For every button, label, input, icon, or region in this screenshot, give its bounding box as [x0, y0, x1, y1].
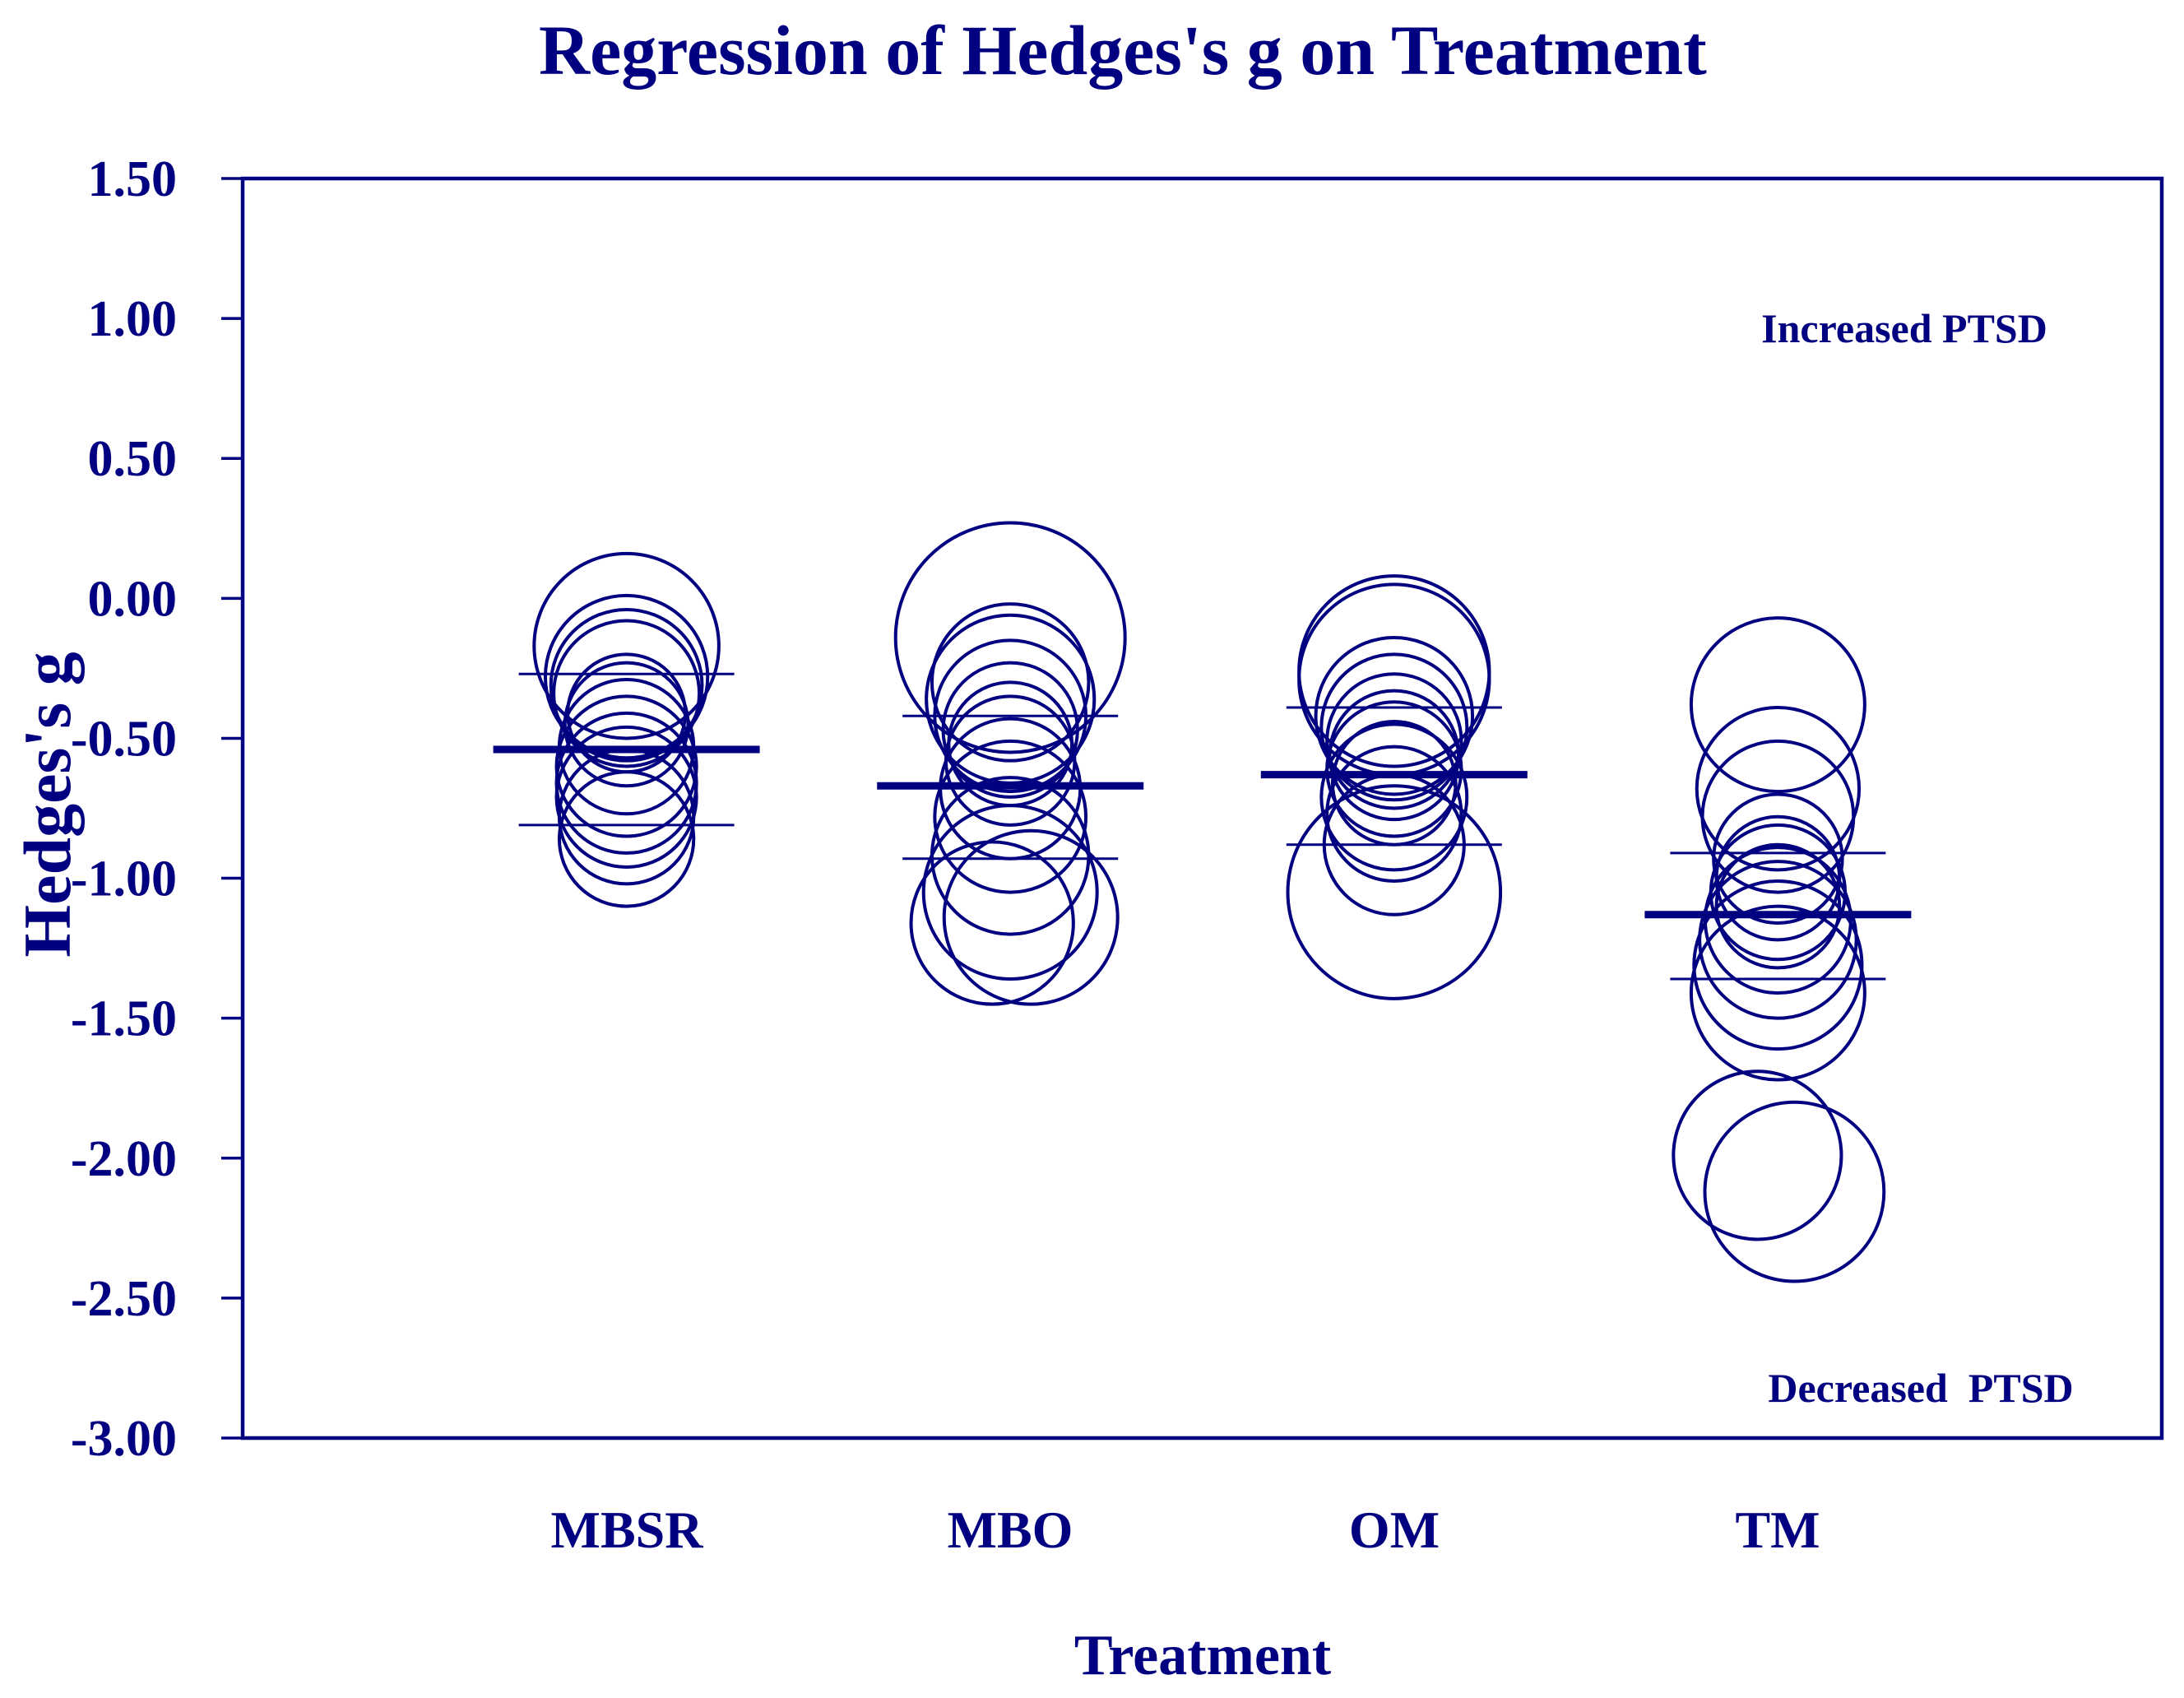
study-bubble-om: [1325, 745, 1463, 883]
annotation-increased-ptsd: Increased PTSD: [1761, 305, 2047, 351]
study-bubble-tm: [1692, 879, 1864, 1051]
study-bubble-mbo: [921, 804, 1099, 981]
study-bubble-mbo: [942, 828, 1120, 1006]
y-tick-label: -1.00: [71, 851, 177, 907]
study-bubble-mbsr: [563, 661, 690, 788]
study-bubble-mbsr: [554, 711, 698, 855]
study-bubble-mbo: [930, 776, 1091, 936]
study-bubble-mbsr: [549, 607, 704, 763]
y-tick-label: 1.50: [88, 151, 178, 207]
study-bubble-tm: [1698, 860, 1858, 1020]
y-tick-label: -3.00: [71, 1411, 177, 1467]
study-bubble-mbsr: [552, 619, 702, 768]
study-bubble-tm: [1695, 706, 1862, 872]
y-tick-label: -0.50: [71, 711, 177, 767]
study-bubble-mbsr: [554, 725, 698, 869]
study-bubble-om: [1319, 652, 1469, 802]
study-bubble-mbo: [941, 661, 1079, 799]
study-bubble-mbsr: [554, 694, 698, 838]
y-tick-label: 0.00: [88, 571, 178, 627]
y-tick-label: 1.00: [88, 291, 178, 347]
study-bubble-tm: [1700, 739, 1856, 894]
study-bubble-mbsr: [557, 770, 696, 908]
study-bubble-mbo: [930, 602, 1091, 763]
study-bubble-om: [1319, 722, 1469, 872]
plot-frame: [240, 176, 2164, 1441]
x-category-label-mbsr: MBSR: [550, 1501, 703, 1559]
y-tick-label: -1.50: [71, 991, 177, 1047]
study-bubble-tm: [1672, 1069, 1843, 1241]
x-axis-title: Treatment: [1073, 1624, 1332, 1687]
study-bubble-mbo: [893, 521, 1127, 754]
annotation-decreased-ptsd: Decreased PTSD: [1768, 1365, 2074, 1411]
y-tick-label: -2.00: [71, 1131, 177, 1187]
x-category-label-tm: TM: [1735, 1501, 1820, 1559]
study-bubble-tm: [1689, 616, 1866, 794]
study-bubble-om: [1325, 672, 1463, 810]
study-bubble-mbsr: [532, 551, 721, 740]
x-category-label-om: OM: [1348, 1501, 1440, 1559]
study-bubble-mbo: [909, 840, 1075, 1006]
study-bubble-tm: [1703, 1100, 1886, 1283]
study-bubble-tm: [1714, 814, 1842, 942]
y-tick-label: 0.50: [88, 431, 178, 487]
study-bubble-om: [1314, 635, 1475, 796]
x-category-label-mbo: MBO: [947, 1501, 1073, 1559]
study-bubble-om: [1286, 784, 1503, 1000]
study-bubble-tm: [1689, 904, 1866, 1082]
chart-title: Regression of Hedges's g on Treatment: [539, 11, 1707, 90]
study-bubble-mbo: [933, 739, 1088, 894]
y-tick-label: -2.50: [71, 1271, 177, 1327]
study-bubble-mbsr: [543, 593, 710, 760]
study-bubble-tm: [1712, 792, 1844, 925]
